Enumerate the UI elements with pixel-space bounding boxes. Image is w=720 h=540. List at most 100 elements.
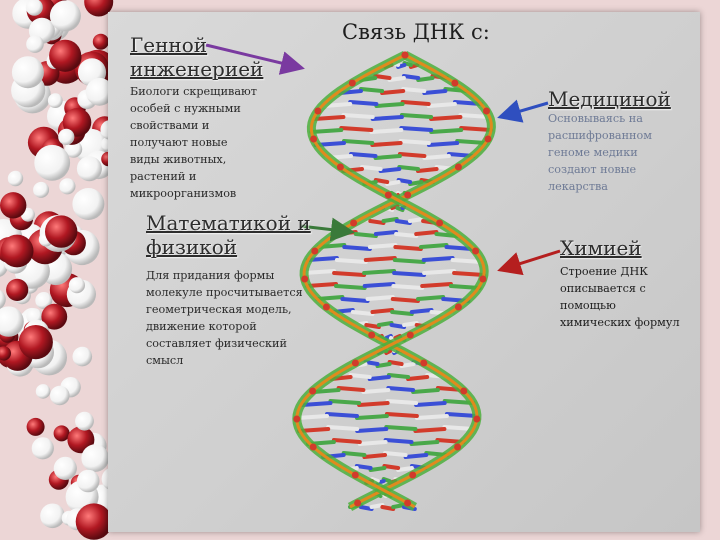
base-pair-segment — [384, 425, 418, 431]
base-pair-segment — [380, 505, 396, 511]
chemistry-text-line: химических формул — [560, 316, 680, 329]
base-pair-segment — [399, 126, 434, 132]
red-ball — [49, 39, 82, 72]
base-pair-segment — [459, 126, 494, 132]
base-pair-segment — [392, 271, 427, 277]
genetic-text-line: микроорганизмов — [130, 187, 237, 200]
medicine-description: Основываясь на расшифрованном геноме мед… — [548, 110, 688, 195]
base-pair-segment — [391, 503, 406, 509]
red-ball — [41, 303, 68, 330]
base-pair-segment — [384, 412, 419, 418]
atom-node — [368, 331, 376, 339]
red-ball — [45, 215, 78, 248]
white-ball — [72, 346, 93, 367]
white-ball — [72, 188, 105, 220]
base-pair-segment — [370, 115, 404, 121]
atom-node — [484, 135, 492, 143]
base-pair-segment — [409, 308, 434, 314]
atom-node — [301, 275, 309, 283]
atom-node — [310, 135, 318, 143]
base-pair-segment — [416, 76, 435, 82]
red-ball — [75, 503, 113, 540]
base-pair-segment — [357, 401, 390, 407]
atom-node — [454, 163, 462, 171]
base-pair-segment — [370, 141, 403, 147]
base-pair-segment — [420, 282, 453, 288]
white-ball — [31, 437, 54, 460]
base-pair-segment — [353, 232, 378, 238]
base-pair-segment — [367, 243, 398, 249]
atom-node — [483, 107, 490, 115]
red-ball — [6, 278, 29, 301]
red-ball — [92, 33, 109, 50]
genetic-heading-line1: Генной — [130, 33, 208, 57]
base-pair-segment — [336, 386, 366, 392]
chemistry-text-line: описывается с — [560, 282, 646, 295]
white-ball — [0, 289, 6, 310]
base-pair-segment — [386, 373, 411, 379]
base-pair-segment — [339, 126, 374, 132]
chemistry-text-line: Строение ДНК — [560, 265, 648, 278]
base-pair-segment — [407, 217, 426, 223]
base-pair-segment — [383, 438, 414, 444]
base-pair-segment — [393, 245, 423, 251]
base-pair-segment — [348, 373, 372, 379]
base-pair-segment — [295, 414, 329, 420]
atom-node — [473, 415, 481, 423]
atom-node — [454, 303, 462, 311]
base-pair-segment — [334, 258, 368, 264]
base-pair-segment — [367, 375, 391, 381]
base-pair-segment — [357, 440, 388, 446]
medicine-text-line: создают новые — [548, 163, 637, 176]
base-pair-segment — [426, 141, 460, 147]
base-pair-segment — [373, 178, 390, 184]
white-ball — [26, 35, 44, 53]
math-heading: Математикой и физикой — [146, 211, 346, 259]
base-pair-segment — [341, 451, 367, 457]
base-pair-segment — [382, 464, 401, 470]
chemistry-description: Строение ДНК описывается с помощью химич… — [560, 263, 700, 331]
base-pair-segment — [348, 100, 379, 106]
base-pair-segment — [380, 89, 406, 95]
base-pair-segment — [383, 451, 408, 457]
base-pair-segment — [349, 152, 378, 158]
base-pair-segment — [401, 87, 427, 93]
atom-node — [351, 359, 359, 367]
base-pair-segment — [387, 360, 404, 366]
base-pair-segment — [394, 219, 412, 225]
base-pair-segment — [452, 271, 487, 277]
base-pair-segment — [373, 74, 392, 80]
base-pair-segment — [390, 310, 414, 316]
white-ball — [40, 503, 65, 529]
atom-node — [336, 163, 344, 171]
base-pair-segment — [342, 139, 375, 145]
base-pair-segment — [397, 165, 420, 171]
white-ball — [33, 181, 50, 198]
base-pair-segment — [300, 401, 333, 407]
base-pair-segment — [401, 74, 421, 80]
base-pair-segment — [422, 269, 457, 275]
white-ball — [35, 384, 51, 399]
genetic-heading-line2: инженерией — [130, 57, 264, 81]
base-pair-segment — [396, 178, 413, 184]
base-pair-segment — [418, 243, 449, 249]
genetic-text-line: виды животных, — [130, 153, 227, 166]
math-text-line: молекуле просчитывается — [146, 286, 303, 299]
genetic-text-line: особей с нужными — [130, 102, 241, 115]
chemistry-text-line: помощью — [560, 299, 616, 312]
atom-node — [460, 387, 468, 395]
base-pair-segment — [444, 412, 479, 418]
base-pair-segment — [362, 282, 396, 288]
white-ball — [0, 306, 24, 337]
white-ball — [58, 128, 75, 145]
base-pair-segment — [385, 399, 419, 405]
base-pair-segment — [429, 115, 463, 121]
base-pair-segment — [302, 269, 337, 275]
base-pair-segment — [365, 295, 395, 301]
math-description: Для придания формы молекуле просчитывает… — [146, 267, 336, 369]
base-pair-segment — [361, 388, 391, 394]
base-pair-segment — [406, 375, 430, 381]
base-pair-segment — [413, 427, 447, 433]
